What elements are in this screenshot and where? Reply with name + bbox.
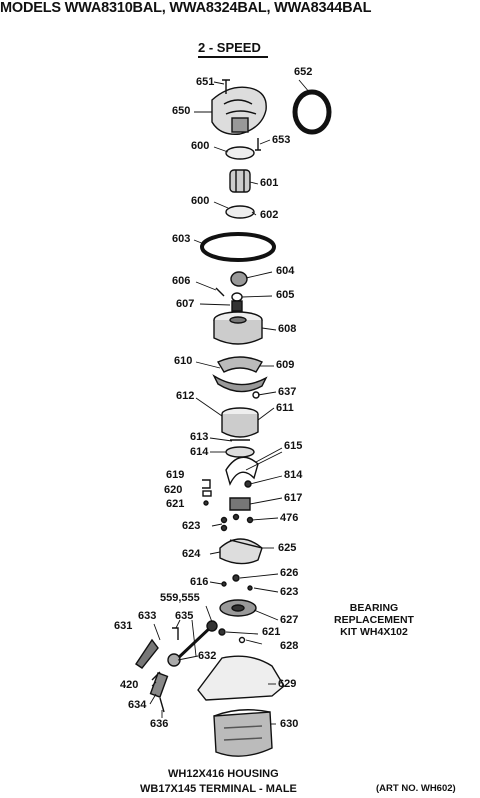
part-621b-shape [218, 628, 226, 636]
part-559-555-shape [206, 620, 218, 632]
label-631: 631 [114, 620, 133, 632]
label-653: 653 [272, 134, 291, 146]
label-605: 605 [276, 289, 295, 301]
label-612: 612 [176, 390, 195, 402]
part-623a-shape [220, 513, 254, 532]
label-602: 602 [260, 209, 279, 221]
part-620-shape [202, 490, 212, 497]
label-476: 476 [280, 512, 299, 524]
label-420: 420 [120, 679, 139, 691]
label-608: 608 [278, 323, 297, 335]
label-623-upper: 623 [182, 520, 201, 532]
label-614: 614 [190, 446, 209, 458]
label-600-lower: 600 [191, 195, 210, 207]
art-number: (ART NO. WH602) [376, 783, 456, 794]
label-624: 624 [182, 548, 201, 560]
label-611: 611 [276, 402, 294, 414]
label-610: 610 [174, 355, 193, 367]
part-614-shape [225, 446, 255, 458]
part-633-shape [172, 627, 179, 640]
part-603-shape [200, 232, 276, 262]
label-632: 632 [198, 650, 217, 662]
label-625: 625 [278, 542, 297, 554]
label-634: 634 [128, 699, 147, 711]
part-615-shape [225, 456, 259, 486]
part-611-shape [221, 407, 259, 438]
label-620: 620 [164, 484, 183, 496]
part-609-shape [216, 356, 264, 373]
label-652: 652 [294, 66, 313, 78]
part-619-shape [202, 479, 211, 489]
label-617: 617 [284, 492, 303, 504]
part-600a-shape [225, 146, 255, 160]
note-line-2: REPLACEMENT [334, 614, 414, 626]
part-625-shape [229, 539, 263, 549]
part-617-shape [229, 497, 251, 511]
page-title: MODELS WWA8310BAL, WWA8324BAL, WWA8344BA… [0, 0, 372, 16]
bearing-replacement-note: BEARING REPLACEMENT KIT WH4X102 [326, 602, 422, 638]
label-630: 630 [280, 718, 299, 730]
part-623b-shape [221, 581, 253, 591]
label-604: 604 [276, 265, 295, 277]
label-636: 636 [150, 718, 169, 730]
part-630-shape [213, 709, 273, 757]
label-651: 651 [196, 76, 215, 88]
part-608-shape [213, 311, 263, 345]
label-609: 609 [276, 359, 295, 371]
part-635-shape [174, 624, 214, 662]
label-601: 601 [260, 177, 279, 189]
label-628: 628 [280, 640, 299, 652]
label-621-upper: 621 [166, 498, 185, 510]
part-631-shape [135, 638, 159, 669]
part-601-shape [229, 169, 251, 193]
label-613: 613 [190, 431, 209, 443]
terminal-part-note: WB17X145 TERMINAL - MALE [140, 783, 297, 795]
label-603: 603 [172, 233, 191, 245]
part-626-shape [232, 574, 240, 582]
part-627-shape [219, 599, 257, 617]
leader-lines [149, 79, 311, 725]
part-652-shape [292, 89, 332, 135]
note-line-3: KIT WH4X102 [340, 626, 408, 638]
part-629-shape [197, 655, 285, 701]
label-623-lower: 623 [280, 586, 299, 598]
label-637: 637 [278, 386, 297, 398]
label-606: 606 [172, 275, 191, 287]
part-636-shape [159, 697, 165, 713]
part-650-shape [211, 86, 267, 135]
label-650: 650 [172, 105, 191, 117]
label-626: 626 [280, 567, 299, 579]
part-651-shape [222, 79, 230, 94]
label-607: 607 [176, 298, 195, 310]
label-600-upper: 600 [191, 140, 210, 152]
label-627: 627 [280, 614, 299, 626]
part-604-shape [230, 271, 248, 287]
note-line-1: BEARING [349, 602, 399, 614]
label-633: 633 [138, 610, 157, 622]
part-610-shape [212, 374, 268, 393]
housing-part-note: WH12X416 HOUSING [168, 768, 279, 780]
label-635: 635 [175, 610, 194, 622]
label-616: 616 [190, 576, 209, 588]
part-653-shape [255, 138, 261, 151]
label-621-lower: 621 [262, 626, 281, 638]
part-621a-shape [203, 500, 209, 506]
part-628-shape [238, 636, 246, 644]
part-602-shape [225, 205, 255, 219]
label-814: 814 [284, 469, 303, 481]
label-619: 619 [166, 469, 185, 481]
part-607-shape [231, 300, 243, 312]
diagram-subtitle: 2 - SPEED [198, 40, 261, 55]
label-559-555: 559,555 [160, 592, 200, 604]
subtitle-underline [198, 56, 268, 58]
part-606-shape [215, 287, 225, 297]
label-615: 615 [284, 440, 303, 452]
part-605-shape [231, 292, 243, 302]
label-629: 629 [278, 678, 297, 690]
